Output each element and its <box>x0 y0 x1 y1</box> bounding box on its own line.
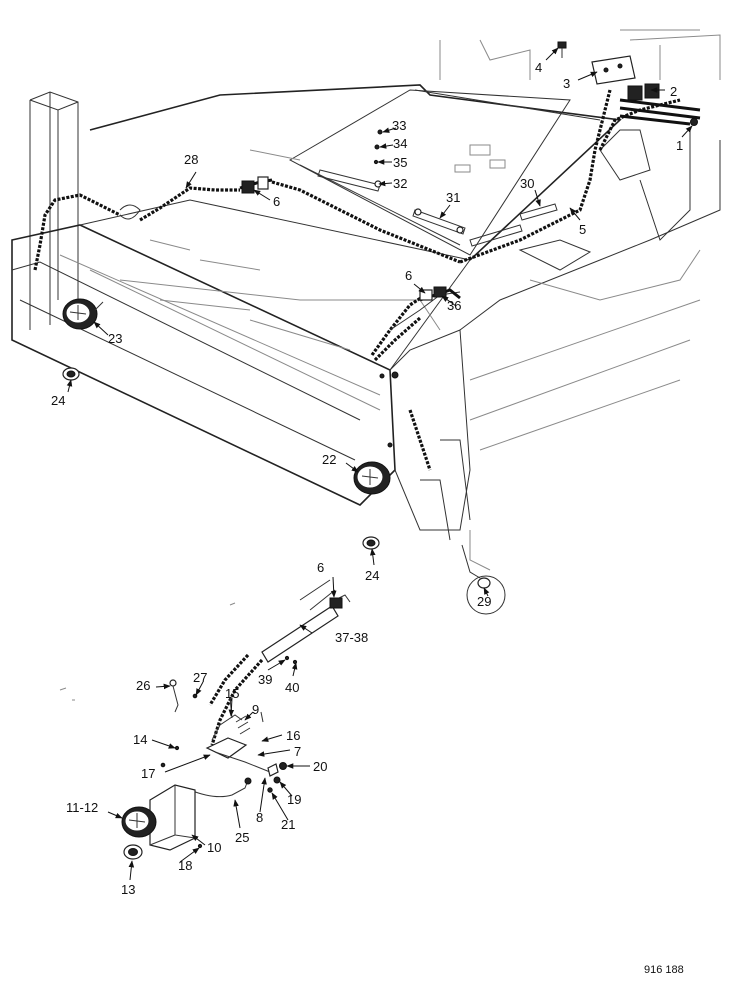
callout-36: 36 <box>447 298 461 313</box>
callout-40: 40 <box>285 680 299 695</box>
callout-30: 30 <box>520 176 534 191</box>
screw-35 <box>373 159 379 165</box>
bracket-3 <box>591 55 636 85</box>
wire-channel-31 <box>412 208 466 235</box>
figure-reference-number: 916 188 <box>644 964 684 976</box>
wire-channel-32 <box>317 169 382 192</box>
callout-6b: 6 <box>405 268 412 283</box>
relay-2 <box>619 83 701 126</box>
callout-27: 27 <box>193 670 207 685</box>
connector-6-mid <box>419 286 447 301</box>
connector-6-upper <box>241 176 269 194</box>
callout-18: 18 <box>178 858 192 873</box>
part-29 <box>461 544 491 589</box>
switch-assembly <box>205 714 279 777</box>
bulb-cover-24-right <box>362 536 380 550</box>
callout-28: 28 <box>184 152 198 167</box>
bulb-cover-13 <box>123 844 143 860</box>
callout-17: 17 <box>141 766 155 781</box>
callout-25: 25 <box>235 830 249 845</box>
headlight-23 <box>62 298 104 330</box>
bracket-10 <box>149 784 196 851</box>
callout-8: 8 <box>256 810 263 825</box>
callout-15: 15 <box>225 686 239 701</box>
callout-4: 4 <box>535 60 542 75</box>
callout-3: 3 <box>563 76 570 91</box>
callout-20: 20 <box>313 759 327 774</box>
bulb-cover-24-left <box>62 367 80 381</box>
callout-37-38: 37-38 <box>335 630 368 645</box>
callout-circle-29 <box>466 575 506 615</box>
callout-labels: 1 2 3 4 5 6 6 6 7 8 9 10 11-12 13 14 15 … <box>51 60 683 897</box>
callout-6a: 6 <box>273 194 280 209</box>
callout-21: 21 <box>281 817 295 832</box>
callout-10: 10 <box>207 840 221 855</box>
callout-35: 35 <box>393 155 407 170</box>
callout-22: 22 <box>322 452 336 467</box>
callout-16: 16 <box>286 728 300 743</box>
callout-1: 1 <box>676 138 683 153</box>
callout-31: 31 <box>446 190 460 205</box>
callout-7: 7 <box>294 744 301 759</box>
callout-9: 9 <box>252 702 259 717</box>
spring-9 <box>235 715 251 735</box>
screw-34 <box>374 144 380 150</box>
leader-arrows <box>66 47 693 881</box>
callout-32: 32 <box>393 176 407 191</box>
callout-13: 13 <box>121 882 135 897</box>
callout-33: 33 <box>392 118 406 133</box>
callout-23: 23 <box>108 331 122 346</box>
headlight-22 <box>353 461 391 495</box>
callout-11-12: 11-12 <box>66 800 98 815</box>
callout-24a: 24 <box>51 393 65 408</box>
parts-19-20-21 <box>267 762 287 793</box>
callout-34: 34 <box>393 136 407 151</box>
main-wire-harness <box>33 89 681 471</box>
callout-14: 14 <box>133 732 147 747</box>
wire-channel-30 <box>469 203 558 247</box>
headlight-11-12 <box>121 806 157 838</box>
callout-26: 26 <box>136 678 150 693</box>
nut-1 <box>690 118 698 126</box>
wire-harness-37-38 <box>261 579 351 663</box>
callout-2: 2 <box>670 84 677 99</box>
callout-39: 39 <box>258 672 272 687</box>
callout-24b: 24 <box>365 568 379 583</box>
callout-19: 19 <box>287 792 301 807</box>
callout-5: 5 <box>579 222 586 237</box>
callout-6c: 6 <box>317 560 324 575</box>
screw-4 <box>557 41 567 58</box>
screw-33 <box>377 129 383 135</box>
callout-29: 29 <box>477 594 491 609</box>
